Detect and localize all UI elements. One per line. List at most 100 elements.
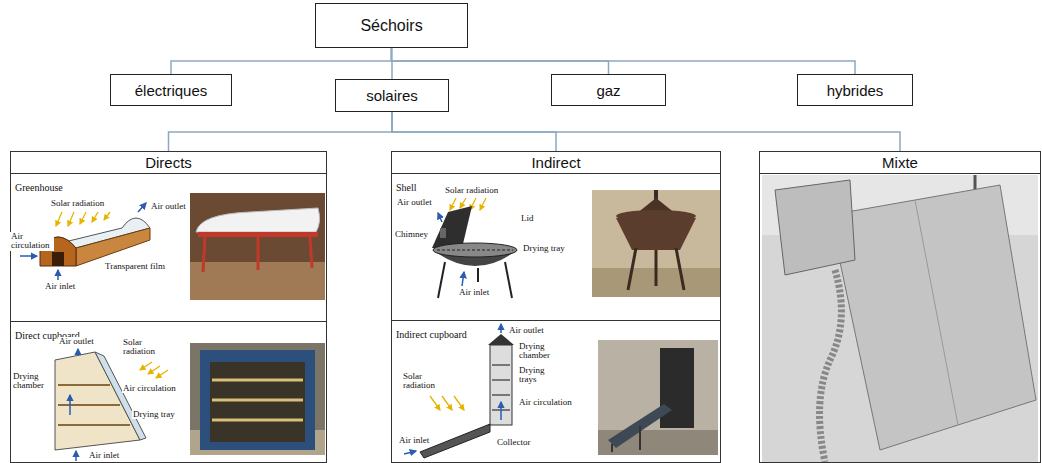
- greenhouse-photo-part: [196, 208, 320, 232]
- category-box: solaires: [335, 79, 449, 112]
- part-label: Chimney: [394, 230, 429, 239]
- direct-cupboard-drawing-part-part: [140, 362, 152, 370]
- shell-photo-part: [628, 248, 684, 290]
- direct-cupboard-drawing-part: [95, 352, 146, 440]
- direct-cupboard-photo-part-part: [212, 379, 303, 382]
- direct-cupboard-drawing-part-part: [148, 366, 160, 374]
- indirect-cupboard-photo-part-part: [611, 444, 613, 452]
- tree-connector: [392, 112, 900, 151]
- mixed-dryer-photo-part: [820, 270, 842, 462]
- part-label: Drying tray: [522, 244, 566, 253]
- part-label: Air inlet: [398, 436, 430, 445]
- category-box: Séchoirs: [315, 3, 468, 48]
- shell-drawing-part-part: [450, 198, 456, 210]
- direct-cupboard-photo-part: [210, 362, 305, 442]
- direct-cupboard-photo-part-part: [212, 419, 303, 422]
- greenhouse-drawing-part-part: [138, 203, 146, 212]
- indirect-cupboard-drawing-part-part: [492, 364, 510, 366]
- shell-photo: [592, 190, 720, 297]
- greenhouse-drawing-part-part: [20, 255, 37, 257]
- part-label: Transparent film: [104, 262, 166, 271]
- greenhouse-drawing-part-part: [68, 212, 74, 226]
- panel-heading: Mixte: [760, 152, 1040, 174]
- greenhouse-drawing-part-part: [57, 270, 59, 280]
- shell-photo-part: [616, 218, 696, 250]
- part-label: Solar radiation: [444, 186, 499, 195]
- mixed-dryer-photo-part: [830, 185, 1036, 450]
- greenhouse-drawing-part: [76, 228, 150, 266]
- shell-drawing-part-part: [438, 213, 442, 222]
- direct-cupboard-photo-part: [212, 380, 303, 420]
- indirect-cupboard-drawing-part-part: [492, 379, 510, 381]
- part-label: Collector: [496, 438, 532, 447]
- panel-heading: Indirect: [392, 152, 720, 174]
- category-label: hybrides: [827, 82, 884, 99]
- greenhouse-photo: [190, 193, 325, 300]
- category-label: gaz: [596, 82, 620, 99]
- greenhouse-drawing-part-part: [104, 212, 110, 220]
- direct-cupboard-photo-part: [200, 350, 315, 450]
- direct-cupboard-photo-part: [190, 343, 325, 455]
- direct-cupboard-drawing-part: [140, 362, 168, 378]
- indirect-cupboard-drawing-part-part: [404, 451, 416, 454]
- greenhouse-photo-part: [203, 237, 312, 272]
- category-label: solaires: [366, 87, 418, 104]
- direct-cupboard-drawing-part: [70, 349, 78, 461]
- part-label: Drying trays: [518, 366, 556, 385]
- direct-cupboard-drawing-part-part: [58, 384, 110, 386]
- greenhouse-drawing-part-part: [80, 212, 86, 224]
- part-label: Lid: [520, 214, 535, 223]
- direct-cupboard-photo-part-part: [212, 399, 303, 402]
- section-title: Shell: [396, 182, 417, 193]
- greenhouse-drawing-part-part: [56, 212, 62, 226]
- category-label: Séchoirs: [360, 17, 422, 35]
- part-label: Air circulation: [10, 232, 54, 251]
- greenhouse-photo-part-part: [203, 237, 205, 272]
- example-section: Greenhouse: [11, 174, 326, 321]
- indirect-cupboard-photo-part: [660, 348, 694, 428]
- shell-drawing-part-part: [460, 198, 466, 208]
- mixed-dryer-photo: [762, 175, 1038, 463]
- shell-drawing-part-part: [505, 262, 512, 298]
- indirect-cupboard-drawing-part: [430, 396, 464, 410]
- shell-drawing-part-part: [438, 262, 445, 298]
- tree-connector: [169, 112, 393, 151]
- direct-cupboard-drawing-part-part: [75, 451, 77, 461]
- type-panel: Mixte: [759, 151, 1041, 463]
- part-label: Air circulation: [122, 384, 177, 393]
- category-box: gaz: [551, 74, 666, 106]
- shell-drawing-part-part: [480, 198, 486, 210]
- indirect-cupboard-drawing-part: [490, 345, 512, 425]
- part-label: Drying chamber: [12, 372, 54, 391]
- greenhouse-photo-part: [190, 193, 325, 300]
- shell-drawing-part-part: [477, 268, 479, 282]
- shell-drawing-part: [440, 228, 446, 238]
- indirect-cupboard-drawing-part-part: [500, 402, 502, 420]
- mixed-dryer-photo-part: [762, 175, 1038, 463]
- part-label: Air outlet: [150, 202, 187, 211]
- part-label: Air outlet: [396, 198, 433, 207]
- indirect-cupboard-drawing-part-part: [454, 396, 464, 410]
- type-panel: IndirectShellIndirect cupboard: [391, 151, 721, 463]
- shell-drawing-part: [438, 213, 464, 286]
- category-label: électriques: [135, 82, 208, 99]
- section-title: Greenhouse: [15, 182, 63, 193]
- indirect-cupboard-photo-part: [612, 426, 640, 452]
- shell-photo-part-part: [628, 248, 636, 290]
- part-label: Air inlet: [88, 451, 120, 460]
- indirect-cupboard-photo-part: [598, 340, 718, 455]
- tree-connector: [392, 48, 856, 74]
- category-box: hybrides: [797, 74, 913, 106]
- part-label: Air inlet: [44, 282, 76, 291]
- shell-drawing-part: [438, 262, 512, 298]
- part-label: Solar radiation: [402, 372, 444, 391]
- greenhouse-drawing-part: [56, 212, 110, 226]
- indirect-cupboard-drawing-part: [420, 424, 490, 458]
- category-box: électriques: [110, 74, 232, 106]
- indirect-cupboard-drawing-part-part: [442, 396, 452, 410]
- direct-cupboard-drawing-part-part: [156, 370, 168, 378]
- greenhouse-photo-part: [198, 232, 318, 237]
- indirect-cupboard-drawing-part: [488, 334, 514, 345]
